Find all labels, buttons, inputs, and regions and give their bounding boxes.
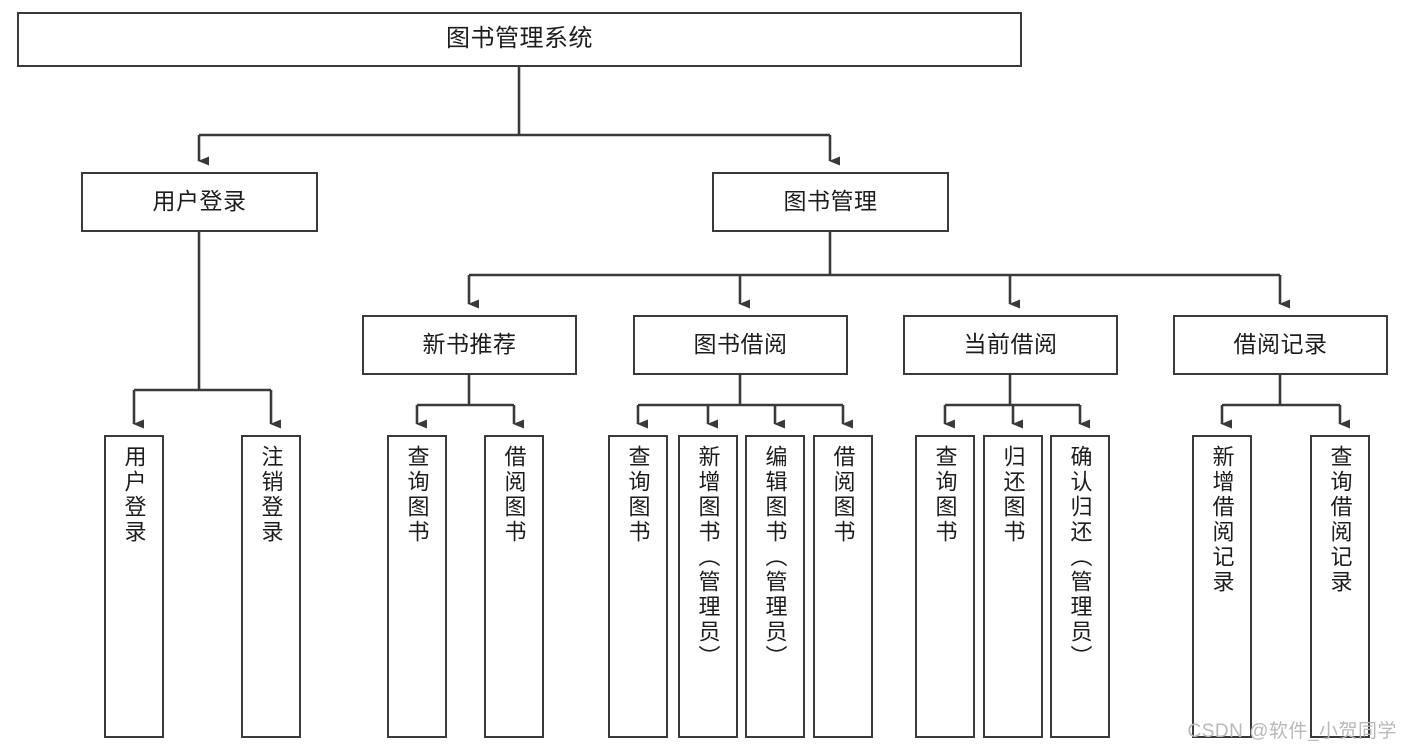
watermark-text: CSDN @软件_小贺同学 xyxy=(1187,721,1397,742)
node-label: 查询借阅记录 xyxy=(1327,445,1353,595)
node-leaf-user-logout[interactable]: 注销登录 xyxy=(241,435,301,738)
node-user-login[interactable]: 用户登录 xyxy=(81,172,318,232)
node-label: 图书管理 xyxy=(783,188,878,215)
node-label: 图书借阅 xyxy=(693,331,788,358)
node-leaf-add-record[interactable]: 新增借阅记录 xyxy=(1192,435,1252,738)
node-label: 用户登录 xyxy=(121,445,147,545)
node-label: 查询图书 xyxy=(932,445,958,545)
node-leaf-add-book[interactable]: 新增图书（管理员） xyxy=(678,435,738,738)
node-label: 用户登录 xyxy=(152,188,247,215)
node-current-borrow[interactable]: 当前借阅 xyxy=(903,315,1118,375)
node-leaf-return-book[interactable]: 归还图书 xyxy=(983,435,1043,738)
node-borrow-record[interactable]: 借阅记录 xyxy=(1173,315,1388,375)
node-leaf-confirm-return[interactable]: 确认归还（管理员） xyxy=(1050,435,1110,738)
node-leaf-borrow-book-1[interactable]: 借阅图书 xyxy=(484,435,544,738)
node-label: 查询图书 xyxy=(404,445,430,545)
node-label: 图书管理系统 xyxy=(446,25,593,53)
node-label: 借阅图书 xyxy=(501,445,527,545)
node-new-book-rec[interactable]: 新书推荐 xyxy=(362,315,577,375)
node-label: 查询图书 xyxy=(625,445,651,545)
node-label: 新增图书（管理员） xyxy=(695,445,721,670)
node-leaf-query-book-1[interactable]: 查询图书 xyxy=(387,435,447,738)
node-book-manage[interactable]: 图书管理 xyxy=(712,172,949,232)
node-leaf-query-book-3[interactable]: 查询图书 xyxy=(915,435,975,738)
node-label: 确认归还（管理员） xyxy=(1067,445,1093,670)
node-leaf-user-login[interactable]: 用户登录 xyxy=(104,435,164,738)
node-leaf-edit-book[interactable]: 编辑图书（管理员） xyxy=(745,435,805,738)
node-label: 借阅记录 xyxy=(1233,331,1328,358)
node-label: 编辑图书（管理员） xyxy=(762,445,788,670)
node-label: 注销登录 xyxy=(258,445,284,545)
node-leaf-borrow-book-2[interactable]: 借阅图书 xyxy=(813,435,873,738)
node-leaf-query-record[interactable]: 查询借阅记录 xyxy=(1310,435,1370,738)
node-label: 归还图书 xyxy=(1000,445,1026,545)
node-label: 新增借阅记录 xyxy=(1209,445,1235,595)
node-label: 当前借阅 xyxy=(963,331,1058,358)
node-label: 新书推荐 xyxy=(422,331,517,358)
node-leaf-query-book-2[interactable]: 查询图书 xyxy=(608,435,668,738)
node-root[interactable]: 图书管理系统 xyxy=(17,12,1022,67)
node-label: 借阅图书 xyxy=(830,445,856,545)
node-book-borrow[interactable]: 图书借阅 xyxy=(633,315,848,375)
